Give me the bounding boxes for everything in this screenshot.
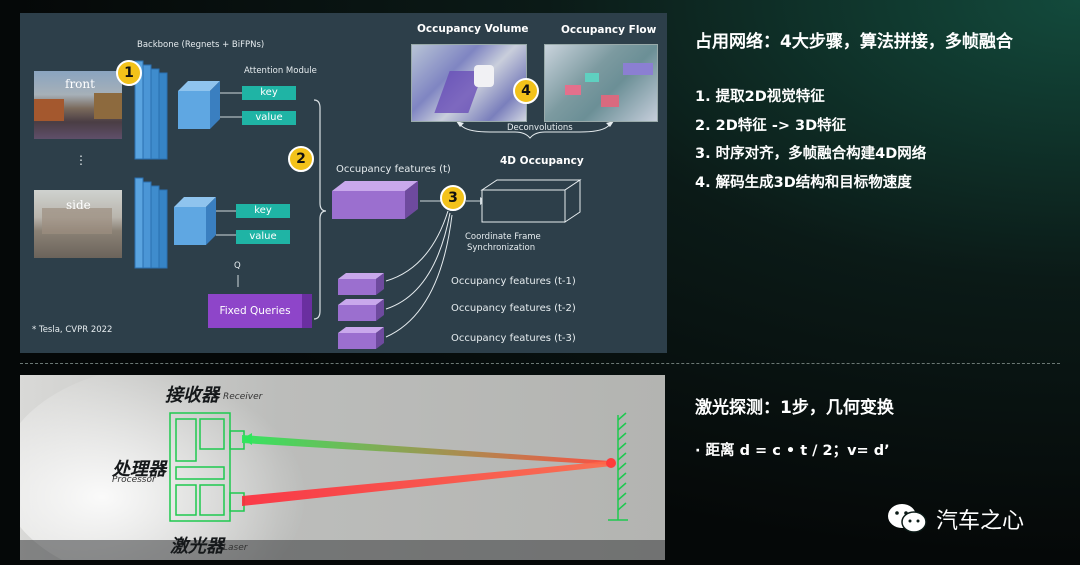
- occ-volume-label: Occupancy Volume: [417, 23, 529, 35]
- step-badge-1: 1: [116, 60, 142, 86]
- processor-label-cn: 处理器: [112, 459, 166, 480]
- 4d-occupancy-label: 4D Occupancy: [500, 155, 584, 167]
- value-box-1: value: [242, 111, 296, 125]
- ellipsis-dots: ⋮: [75, 153, 87, 167]
- value-box-2: value: [236, 230, 290, 244]
- deconvolutions-label: Deconvolutions: [507, 123, 573, 133]
- emit-beam: [242, 461, 612, 506]
- 4d-occupancy-box: [480, 179, 582, 223]
- occupancy-features-t-block: [332, 181, 418, 219]
- step-badge-4: 4: [513, 78, 539, 104]
- target-wall: [608, 412, 628, 521]
- occ-flow-label: Occupancy Flow: [561, 24, 657, 36]
- wechat-watermark: 汽车之心: [886, 501, 1024, 539]
- occupancy-network-diagram: Backbone (Regnets + BiFPNs) Attention Mo…: [20, 13, 667, 353]
- receiver-label-en: Receiver: [223, 392, 263, 402]
- processor-label-en: Processor: [112, 475, 156, 485]
- front-camera-label: front: [65, 77, 95, 91]
- watermark-text: 汽车之心: [936, 509, 1025, 534]
- attention-module-label: Attention Module: [244, 66, 317, 76]
- occupancy-step-4: 4. 解码生成3D结构和目标物速度: [695, 174, 912, 191]
- backbone-stack-1: [134, 60, 168, 160]
- lidar-shapes: [20, 375, 665, 560]
- lidar-diagram: 接收器 Receiver 处理器 Processor 激光器 Laser: [20, 375, 665, 560]
- occupancy-heading: 占用网络：4大步骤，算法拼接，多帧融合: [695, 32, 1013, 52]
- lidar-heading: 激光探测：1步，几何变换: [695, 398, 894, 418]
- step-badge-3: 3: [440, 185, 466, 211]
- occupancy-features-t1-block: [338, 273, 384, 295]
- section-divider: [20, 363, 1060, 364]
- coord-sync-label-2: Synchronization: [467, 243, 536, 253]
- lidar-formula: · 距离 d = c • t / 2；v= d’: [695, 443, 890, 459]
- side-camera-label: side: [66, 198, 91, 212]
- wechat-icon: [888, 504, 927, 533]
- key-box-1: key: [242, 86, 296, 100]
- diagram-shapes: [134, 60, 614, 349]
- credit-text: * Tesla, CVPR 2022: [32, 325, 113, 335]
- occupancy-step-1: 1. 提取2D视觉特征: [695, 89, 825, 105]
- front-camera-image: [34, 71, 122, 139]
- occupancy-steps-list: 1. 提取2D视觉特征 2. 2D特征 -> 3D特征 3. 时序对齐，多帧融合…: [695, 85, 926, 199]
- receive-beam: [242, 435, 612, 465]
- side-camera-image: [34, 190, 122, 258]
- laser-label-cn: 激光器: [170, 536, 224, 557]
- occupancy-flow-image: [544, 44, 658, 122]
- q-label: Q: [234, 261, 241, 271]
- coord-sync-label-1: Coordinate Frame: [465, 232, 541, 242]
- occ-features-t3-label: Occupancy features (t-3): [451, 333, 576, 344]
- occupancy-volume-image: [411, 44, 527, 122]
- occupancy-step-2: 2. 2D特征 -> 3D特征: [695, 117, 847, 134]
- key-box-2: key: [236, 204, 290, 218]
- fixed-queries-box: Fixed Queries: [208, 294, 312, 328]
- occ-features-t-label: Occupancy features (t): [336, 164, 451, 175]
- receiver-label-cn: 接收器: [165, 385, 219, 406]
- backbone-stack-2: [134, 177, 168, 269]
- occupancy-features-t2-block: [338, 299, 384, 321]
- attention-cube-2: [174, 197, 216, 245]
- occupancy-step-3: 3. 时序对齐，多帧融合构建4D网络: [695, 146, 927, 162]
- occupancy-features-t3-block: [338, 327, 384, 349]
- backbone-label: Backbone (Regnets + BiFPNs): [137, 40, 265, 50]
- step-badge-2: 2: [288, 146, 314, 172]
- attention-cube-1: [178, 81, 220, 129]
- occ-features-t2-label: Occupancy features (t-2): [451, 303, 576, 314]
- occ-features-t1-label: Occupancy features (t-1): [451, 276, 576, 287]
- laser-label-en: Laser: [223, 543, 248, 553]
